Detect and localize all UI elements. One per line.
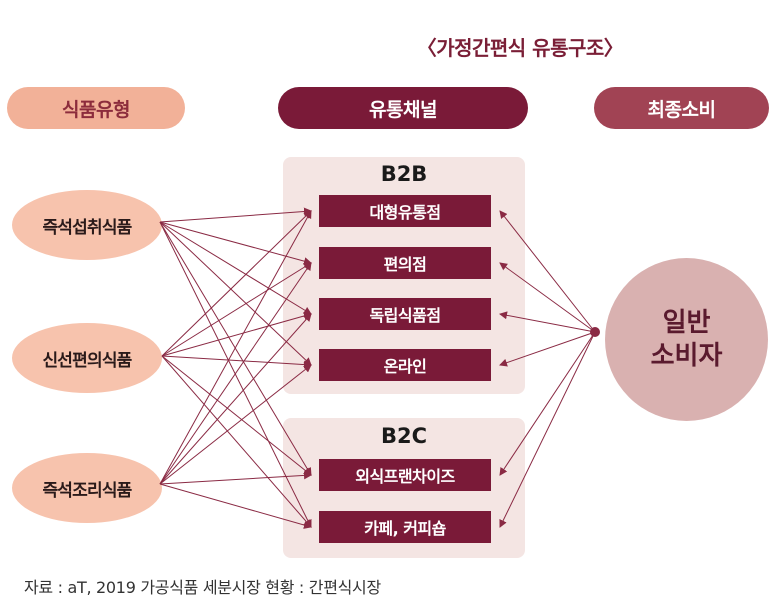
arrow-food-to-channel	[159, 221, 312, 266]
source-note: 자료 : aT, 2019 가공식품 세분시장 현황 : 간편식시장	[24, 578, 381, 597]
b2b-label: B2B	[380, 162, 428, 186]
arrow-food-to-channel	[161, 355, 312, 476]
channel-large-retail: 대형유통점	[319, 195, 491, 227]
arrow-food-to-channel	[161, 312, 312, 357]
diagram-title: 〈가정간편식 유통구조〉	[416, 35, 624, 60]
arrow-food-to-channel	[161, 355, 312, 369]
arrow-food-to-channel	[159, 471, 312, 485]
arrow-food-to-channel	[161, 210, 312, 357]
general-consumer-circle: 일반 소비자	[605, 258, 768, 421]
arrow-food-to-channel	[161, 262, 312, 357]
channel-independent-grocery: 독립식품점	[319, 298, 491, 330]
consumer-line2: 소비자	[650, 340, 723, 371]
arrow-food-to-channel	[159, 364, 312, 485]
arrow-consumer-to-channel	[499, 262, 596, 333]
channel-cafe: 카페, 커피숍	[319, 511, 491, 543]
arrow-food-to-channel	[159, 221, 312, 315]
food-type-fresh-convenience: 신선편의식품	[12, 323, 162, 393]
arrow-consumer-to-channel	[499, 331, 596, 476]
channel-restaurant-franchise: 외식프랜차이즈	[319, 459, 491, 491]
food-type-ready-to-eat: 즉석섭취식품	[12, 190, 162, 260]
arrow-food-to-channel	[159, 483, 312, 529]
channel-convenience-store: 편의점	[319, 247, 491, 279]
arrow-food-to-channel	[159, 207, 312, 223]
arrow-food-to-channel	[159, 262, 312, 485]
arrow-consumer-to-channel	[499, 331, 596, 528]
arrow-food-to-channel	[161, 355, 312, 528]
arrow-consumer-to-channel	[499, 331, 596, 367]
arrow-food-to-channel	[159, 210, 312, 485]
arrow-food-to-channel	[159, 221, 312, 366]
arrow-food-to-channel	[159, 313, 312, 485]
b2c-label: B2C	[380, 424, 428, 448]
header-distribution-channel: 유통채널	[278, 87, 528, 129]
arrow-consumer-to-channel	[499, 210, 596, 333]
consumer-line1: 일반	[662, 308, 711, 338]
header-final-consumer: 최종소비	[594, 87, 769, 129]
header-food-type: 식품유형	[7, 87, 185, 129]
arrow-consumer-to-channel	[499, 311, 596, 333]
food-type-ready-to-cook: 즉석조리식품	[12, 453, 162, 523]
channel-online: 온라인	[319, 349, 491, 381]
consumer-hub-dot	[590, 327, 600, 337]
